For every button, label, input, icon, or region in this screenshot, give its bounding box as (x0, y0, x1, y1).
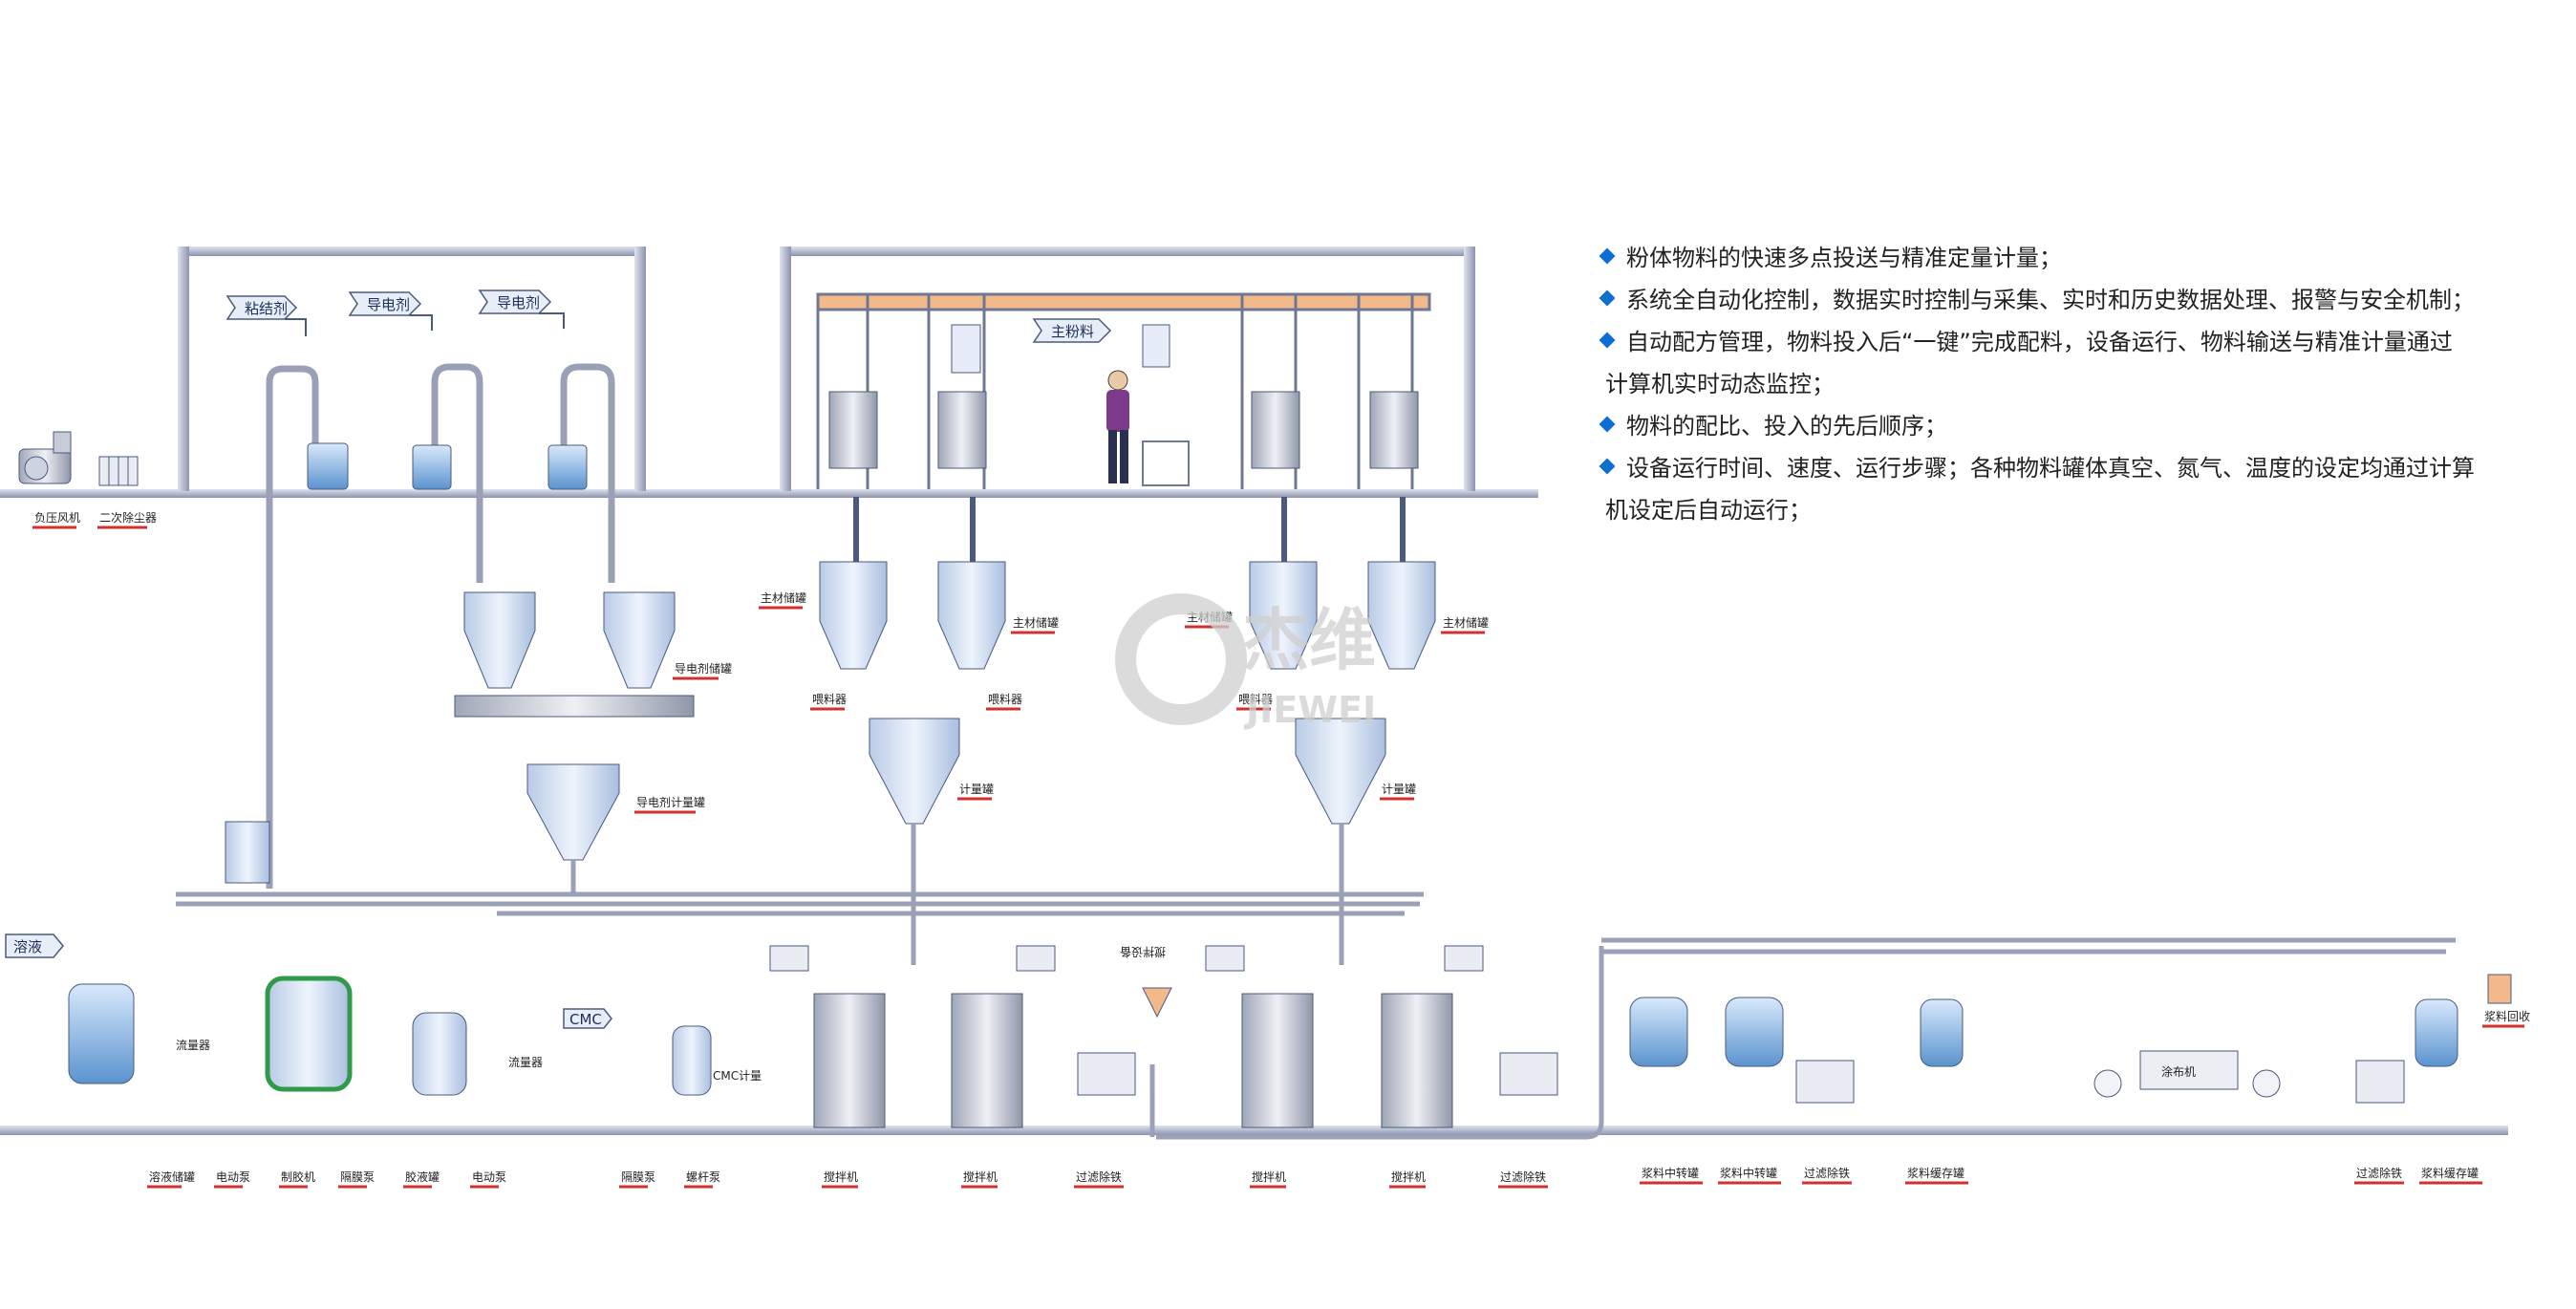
svg-text:溶液: 溶液 (13, 938, 42, 955)
label-main-tank-2: 主材储罐 (1013, 615, 1059, 630)
svg-text:浆料中转罐: 浆料中转罐 (1642, 1166, 1699, 1180)
operator-figure (1106, 370, 1190, 486)
bullet-diamond-icon (1599, 332, 1616, 349)
conductive-flag-b: 导电剂 (478, 290, 565, 329)
svg-text:浆料缓存罐: 浆料缓存罐 (1907, 1166, 1964, 1180)
pipe-manifold (176, 824, 2456, 1140)
label-flowmeter-1: 流量器 (176, 1039, 210, 1052)
svg-text:螺杆泵: 螺杆泵 (686, 1170, 720, 1184)
transfer-tanks (1629, 997, 2458, 1067)
svg-text:隔膜泵: 隔膜泵 (340, 1170, 375, 1184)
small-tank-cond-a (412, 444, 452, 490)
hoses-left (266, 363, 615, 889)
jiewei-logo: 杰维 JIEWEI (1115, 593, 1376, 731)
svg-text:搅拌设备: 搅拌设备 (1120, 945, 1166, 959)
mixers (769, 945, 1484, 1128)
svg-text:电动泵: 电动泵 (472, 1170, 506, 1184)
bullet-4: 物料的配比、投入的先后顺序； (1626, 413, 1947, 440)
label-feeder-3: 喂料器 (1238, 693, 1273, 706)
bullet-5: 设备运行时间、速度、运行步骤；各种物料罐体真空、氮气、温度的设定均通过计算 (1626, 455, 2475, 482)
label-secondary-dust: 二次除尘器 (99, 510, 157, 525)
svg-text:搅拌机: 搅拌机 (824, 1170, 858, 1184)
svg-text:导电剂: 导电剂 (367, 296, 410, 313)
solvent-tank (68, 983, 135, 1084)
svg-text:粘结剂: 粘结剂 (245, 300, 288, 317)
label-conductive-tank: 导电剂储罐 (675, 661, 732, 676)
bullet-5-cont: 机设定后自动运行； (1605, 497, 1812, 524)
main-material-tanks (819, 497, 1436, 825)
label-vacuum-fan: 负压风机 (34, 511, 80, 525)
cmc-tank (672, 1025, 712, 1096)
svg-text:杰维: 杰维 (1242, 601, 1376, 679)
svg-text:搅拌机: 搅拌机 (1252, 1170, 1286, 1184)
label-meter-1: 计量罐 (959, 783, 994, 796)
cmc-flag: CMC (563, 1008, 612, 1029)
svg-text:搅拌机: 搅拌机 (1391, 1170, 1426, 1184)
bullet-3-cont: 计算机实时动态监控； (1605, 371, 1835, 397)
label-recycle: 浆料回收 (2484, 1009, 2530, 1023)
svg-text:制胶机: 制胶机 (281, 1170, 315, 1184)
slurry-flag: 溶液 (5, 933, 64, 958)
label-cmc-meter: CMC计量 (713, 1069, 762, 1083)
coater: 涂布机 (2093, 1050, 2281, 1098)
bullet-diamond-icon (1599, 290, 1616, 307)
vacuum-fan (18, 431, 72, 484)
bullet-2: 系统全自动化控制，数据实时控制与采集、实时和历史数据处理、报警与安全机制； (1626, 287, 2475, 313)
conductive-flag-a: 导电剂 (348, 291, 433, 331)
svg-text:浆料缓存罐: 浆料缓存罐 (2421, 1166, 2479, 1180)
label-main-tank-1: 主材储罐 (761, 590, 806, 605)
recycle-unit (2487, 974, 2512, 1004)
svg-text:涂布机: 涂布机 (2161, 1064, 2196, 1079)
right-room-frame (780, 247, 1475, 491)
svg-text:CMC: CMC (569, 1011, 602, 1028)
svg-text:JIEWEI: JIEWEI (1243, 689, 1376, 731)
small-tank-cond-b (547, 444, 588, 490)
bullet-1: 粉体物料的快速多点投送与精准定量计量； (1626, 245, 2062, 271)
defoam-unit: 搅拌设备 (1120, 945, 1172, 1019)
small-tank-binder (307, 442, 349, 490)
bottom-labels: 溶液储罐 电动泵 制胶机 隔膜泵 胶液罐 电动泵 隔膜泵 螺杆泵 搅拌机 搅拌机… (147, 1166, 2482, 1189)
glue-kettle (225, 821, 353, 1092)
conductive-tanks (454, 591, 695, 861)
left-room-frame (178, 247, 646, 491)
svg-text:溶液储罐: 溶液储罐 (149, 1170, 195, 1184)
bullet-diamond-icon (1599, 416, 1616, 433)
feeder-stations (828, 324, 1419, 469)
svg-text:搅拌机: 搅拌机 (963, 1170, 998, 1184)
svg-text:电动泵: 电动泵 (216, 1170, 250, 1184)
svg-text:隔膜泵: 隔膜泵 (621, 1170, 655, 1184)
label-flowmeter-2: 流量器 (508, 1056, 543, 1069)
upper-floor (0, 489, 2508, 1135)
svg-text:浆料中转罐: 浆料中转罐 (1720, 1166, 1777, 1180)
main-powder-flag: 主粉料 (1032, 318, 1112, 343)
feature-list: 粉体物料的快速多点投送与精准定量计量； 系统全自动化控制，数据实时控制与采集、实… (1599, 245, 2475, 524)
glue-tank (412, 1012, 467, 1096)
svg-text:胶液罐: 胶液罐 (405, 1170, 440, 1184)
svg-text:过滤除铁: 过滤除铁 (2356, 1166, 2402, 1180)
bullet-3: 自动配方管理，物料投入后“一键”完成配料，设备运行、物料输送与精准计量通过 (1626, 329, 2453, 355)
label-feeder-2: 喂料器 (988, 693, 1022, 706)
svg-text:主粉料: 主粉料 (1051, 323, 1094, 340)
svg-text:过滤除铁: 过滤除铁 (1500, 1170, 1546, 1184)
label-feeder-1: 喂料器 (812, 693, 847, 706)
svg-text:过滤除铁: 过滤除铁 (1804, 1166, 1850, 1180)
bullet-diamond-icon (1599, 247, 1616, 265)
label-meter-2: 计量罐 (1382, 783, 1416, 796)
label-conductive-meter: 导电剂计量罐 (636, 795, 705, 809)
svg-text:过滤除铁: 过滤除铁 (1076, 1170, 1122, 1184)
label-main-tank-4: 主材储罐 (1443, 615, 1489, 630)
svg-text:导电剂: 导电剂 (497, 294, 540, 311)
filter-iron-units (1077, 1052, 2405, 1104)
bullet-diamond-icon (1599, 458, 1616, 475)
binder-flag: 粘结剂 (225, 295, 307, 336)
secondary-dust-collector (98, 456, 139, 486)
